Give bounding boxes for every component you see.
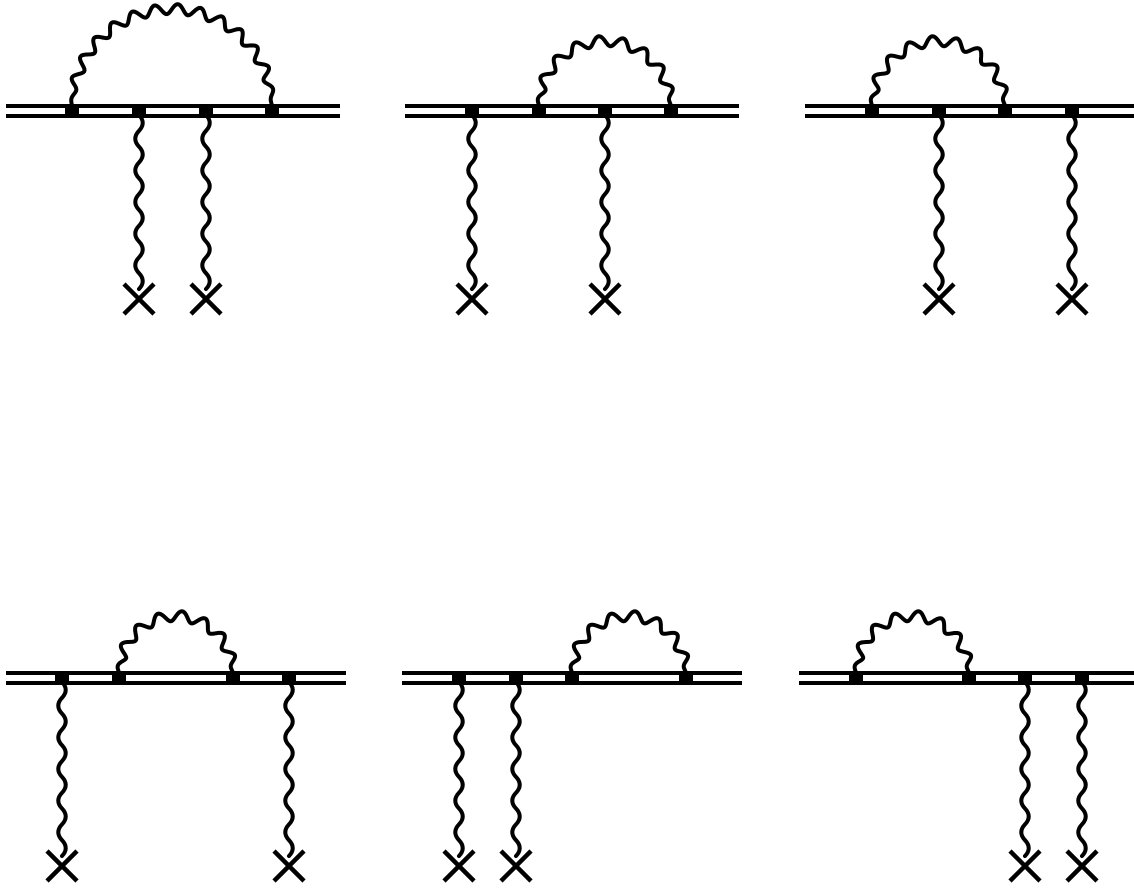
photon-loop bbox=[852, 609, 974, 676]
diagram-3 bbox=[805, 34, 1134, 316]
vertex bbox=[265, 106, 279, 116]
vertex bbox=[849, 673, 863, 683]
vertex bbox=[226, 673, 240, 683]
external-photon-line bbox=[466, 113, 478, 291]
external-field-cross bbox=[499, 849, 533, 883]
photon-loop bbox=[69, 2, 276, 109]
external-photon-line bbox=[1066, 113, 1078, 291]
external-photon-line bbox=[1019, 680, 1031, 858]
vertex bbox=[1018, 673, 1032, 683]
external-field-cross bbox=[1008, 849, 1042, 883]
vertex bbox=[465, 106, 479, 116]
vertex bbox=[282, 673, 296, 683]
vertex bbox=[664, 106, 678, 116]
vertex bbox=[865, 106, 879, 116]
external-field-cross bbox=[45, 849, 79, 883]
external-field-cross bbox=[442, 849, 476, 883]
vertex bbox=[962, 673, 976, 683]
vertex bbox=[199, 106, 213, 116]
external-photon-line bbox=[133, 113, 145, 291]
vertex bbox=[509, 673, 523, 683]
vertex bbox=[565, 673, 579, 683]
vertex bbox=[55, 673, 69, 683]
vertex bbox=[679, 673, 693, 683]
vertex bbox=[65, 106, 79, 116]
vertex bbox=[1075, 673, 1089, 683]
photon-loop bbox=[568, 609, 691, 676]
vertex bbox=[998, 106, 1012, 116]
diagram-5 bbox=[402, 609, 742, 883]
diagram-4 bbox=[6, 609, 346, 883]
photon-loop bbox=[115, 609, 238, 676]
vertex bbox=[532, 106, 546, 116]
external-photon-line bbox=[453, 680, 465, 858]
vertex bbox=[1065, 106, 1079, 116]
photon-loop bbox=[535, 34, 675, 109]
vertex bbox=[932, 106, 946, 116]
external-field-cross bbox=[1055, 282, 1089, 316]
external-field-cross bbox=[588, 282, 622, 316]
vertex bbox=[452, 673, 466, 683]
vertex bbox=[112, 673, 126, 683]
external-photon-line bbox=[283, 680, 295, 858]
external-photon-line bbox=[933, 113, 945, 291]
photon-loop bbox=[868, 34, 1009, 109]
external-field-cross bbox=[189, 282, 223, 316]
diagram-2 bbox=[405, 34, 739, 316]
external-photon-line bbox=[56, 680, 68, 858]
diagram-1 bbox=[6, 2, 340, 316]
vertex bbox=[132, 106, 146, 116]
external-field-cross bbox=[455, 282, 489, 316]
external-field-cross bbox=[122, 282, 156, 316]
external-photon-line bbox=[1076, 680, 1088, 858]
external-field-cross bbox=[1065, 849, 1099, 883]
external-field-cross bbox=[922, 282, 956, 316]
external-photon-line bbox=[599, 113, 611, 291]
external-photon-line bbox=[200, 113, 212, 291]
external-field-cross bbox=[272, 849, 306, 883]
vertex bbox=[598, 106, 612, 116]
external-photon-line bbox=[510, 680, 522, 858]
diagram-6 bbox=[799, 609, 1134, 883]
